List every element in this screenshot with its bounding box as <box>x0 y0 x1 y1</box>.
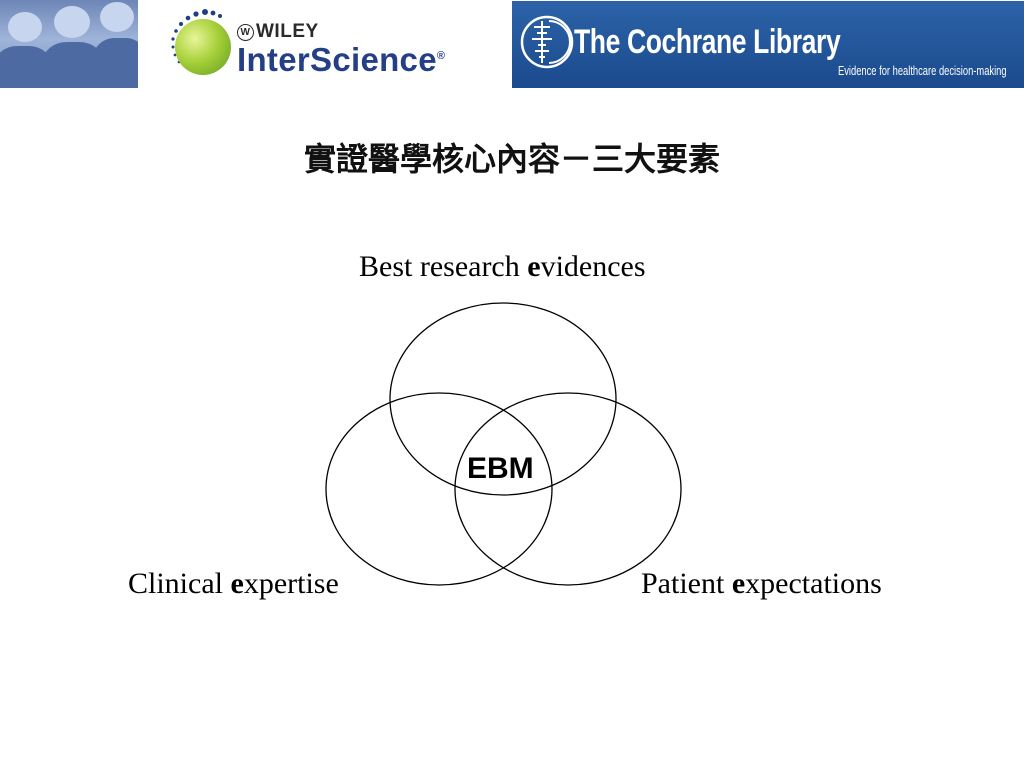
label-text: vidences <box>540 250 646 283</box>
globe-icon <box>175 19 231 75</box>
cochrane-tagline: Evidence for healthcare decision-making <box>838 63 1007 78</box>
ebm-center-label: EBM <box>467 452 534 485</box>
label-text: xpectations <box>745 567 882 600</box>
label-text: xpertise <box>243 567 339 600</box>
label-bold-e: e <box>527 250 541 283</box>
wiley-brand-text: WILEY <box>256 21 319 42</box>
wiley-seal-icon: W <box>237 24 254 41</box>
label-text: Best research <box>359 250 528 283</box>
slide-title: 實證醫學核心內容－三大要素 <box>303 140 720 178</box>
cochrane-library-banner: The Cochrane Library Evidence for health… <box>512 1 1024 88</box>
clinical-expertise-label: Clinical expertise <box>128 567 339 601</box>
interscience-text: InterScience <box>237 41 437 78</box>
surgeons-photo <box>0 0 138 88</box>
venn-circle-left <box>325 392 553 586</box>
venn-circle-right <box>454 392 682 586</box>
registered-mark: ® <box>436 50 446 62</box>
interscience-wordmark: InterScience® <box>237 41 445 79</box>
best-research-evidences-label: Best research evidences <box>359 250 646 284</box>
label-bold-e: e <box>731 567 746 600</box>
wiley-dots-icon <box>171 9 222 64</box>
label-text: Patient <box>641 567 732 600</box>
cochrane-emblem-icon <box>520 15 574 69</box>
label-bold-e: e <box>230 567 244 600</box>
cochrane-name: The Cochrane Library <box>574 23 841 61</box>
venn-circle-top <box>389 302 617 496</box>
patient-expectations-label: Patient expectations <box>641 567 882 601</box>
label-text: Clinical <box>128 567 231 600</box>
